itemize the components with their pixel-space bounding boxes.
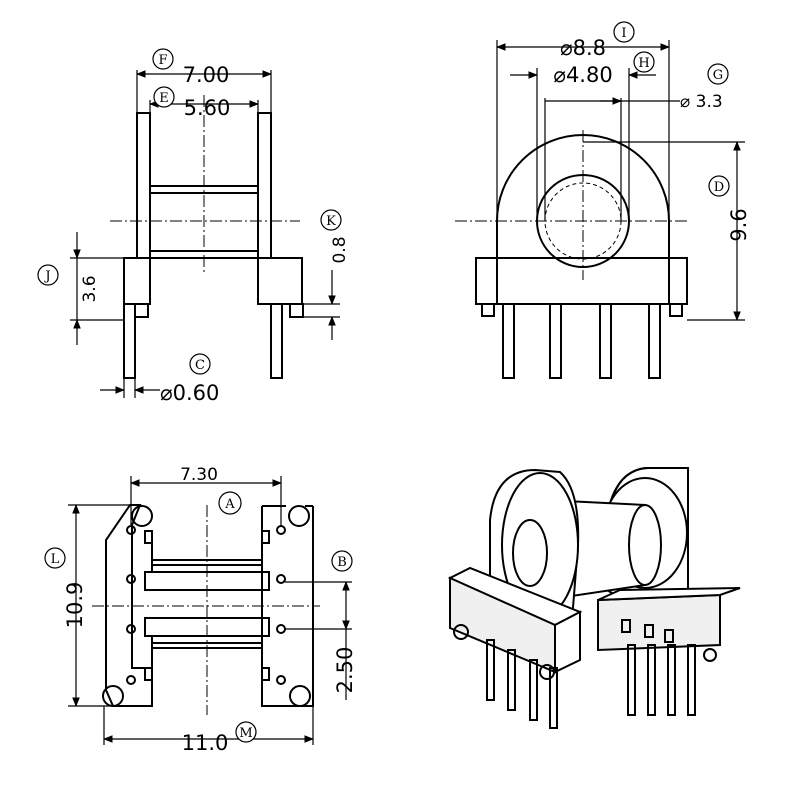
label-I-bubble	[613, 21, 635, 43]
label-I: I	[621, 26, 626, 41]
front-base	[475, 257, 688, 305]
dim-body-length: 10.9	[63, 582, 87, 629]
hole-bottom-left	[102, 685, 124, 707]
dim-flange-width: 7.00	[183, 63, 230, 87]
label-H: H	[638, 56, 649, 71]
bottom-view: 7.30 A 10.9 L 2.50 B 11.0 M	[44, 465, 357, 755]
label-K: K	[326, 214, 336, 229]
label-L-bubble	[44, 547, 66, 569]
front-view: ⌀8.8 I ⌀4.80 H ⌀ 3.3 G 9.6 D	[455, 21, 751, 379]
label-C-bubble	[189, 353, 211, 375]
label-F: F	[158, 53, 167, 68]
hole-bottom-right	[289, 685, 311, 707]
side-view: 7.00 F 5.60 E 3.6 J 0.8 K ⌀0.60 C	[37, 48, 350, 405]
label-C: C	[195, 358, 205, 373]
right-pin	[270, 303, 283, 379]
dim-outer-diameter: ⌀8.8	[560, 36, 606, 60]
dim-pin-diameter: ⌀0.60	[160, 381, 219, 405]
label-E: E	[159, 91, 169, 106]
right-base	[257, 257, 303, 305]
hole-top-left	[131, 505, 153, 527]
front-pin-4	[648, 303, 661, 379]
front-pin-3	[599, 303, 612, 379]
dim-overall-height: 9.6	[727, 208, 751, 241]
left-base	[123, 257, 151, 305]
isometric-view	[447, 467, 741, 729]
label-F-bubble	[152, 48, 174, 70]
label-G-bubble	[707, 63, 729, 85]
dim-core-diameter: ⌀ 3.3	[680, 92, 723, 112]
dim-inner-width: 5.60	[184, 96, 231, 120]
label-E-bubble	[153, 86, 175, 108]
label-J-bubble	[37, 264, 59, 286]
label-H-bubble	[633, 51, 655, 73]
label-D: D	[714, 180, 724, 195]
dim-pin-row-span: 7.30	[180, 465, 218, 485]
dim-base-height: 3.6	[80, 275, 100, 302]
left-pin	[123, 303, 136, 379]
front-pin-1	[502, 303, 515, 379]
label-A: A	[224, 497, 235, 512]
label-B: B	[337, 555, 347, 570]
dim-overall-width: 11.0	[182, 731, 229, 755]
right-flange	[257, 112, 272, 259]
hole-top-right	[288, 505, 310, 527]
front-pin-2	[549, 303, 562, 379]
label-G: G	[713, 68, 723, 83]
label-D-bubble	[708, 175, 730, 197]
label-L: L	[51, 552, 60, 567]
dim-pin-pitch: 2.50	[333, 647, 357, 694]
label-M: M	[239, 726, 252, 741]
label-A-bubble	[218, 491, 242, 515]
label-K-bubble	[320, 209, 342, 231]
label-B-bubble	[331, 550, 353, 572]
left-frame	[105, 504, 153, 707]
label-M-bubble	[235, 721, 257, 743]
dim-flange-thickness: 0.8	[330, 236, 350, 263]
dim-bore-diameter: ⌀4.80	[553, 63, 612, 87]
label-J: J	[43, 269, 50, 284]
left-flange	[136, 112, 151, 259]
